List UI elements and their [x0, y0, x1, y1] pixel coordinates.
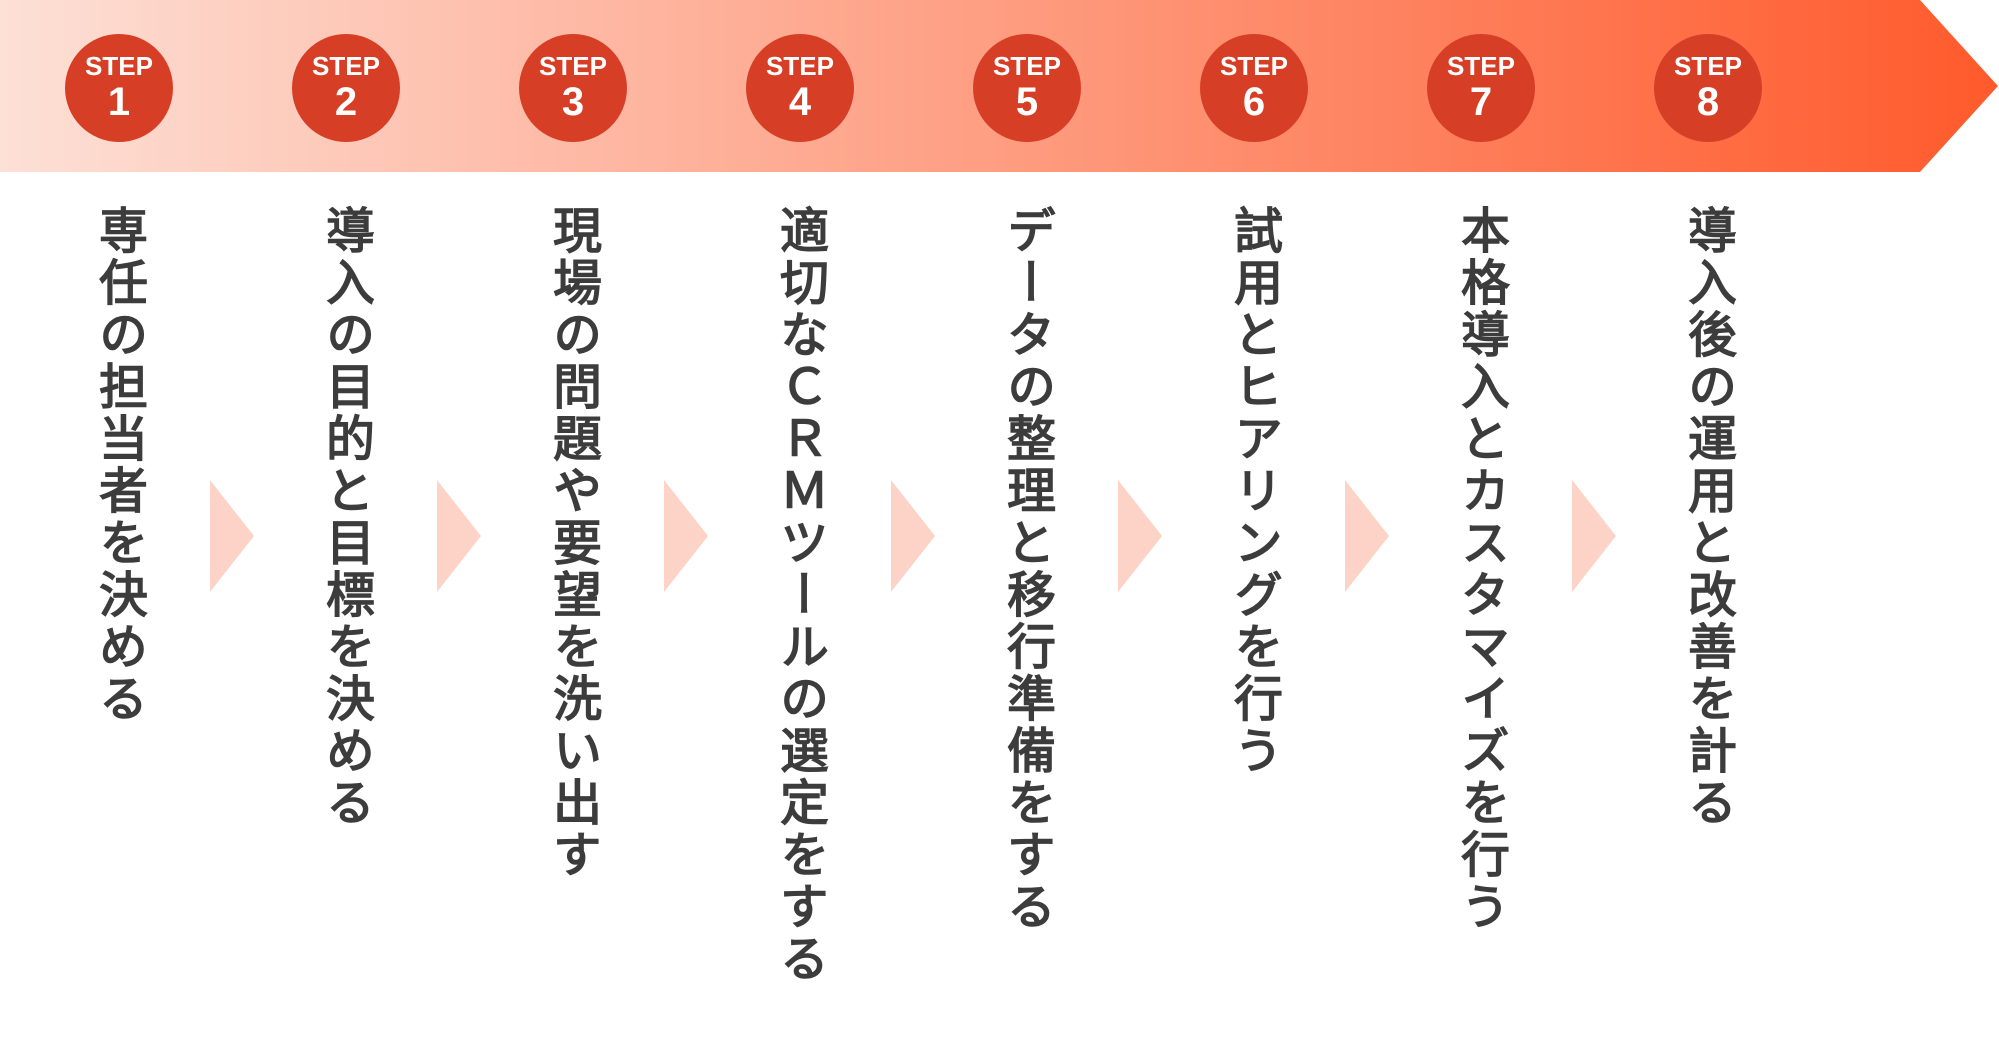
step-7-badge: STEP 7 — [1427, 34, 1535, 142]
chevron-right-icon — [1345, 480, 1389, 592]
step-8-label: STEP — [1674, 51, 1742, 81]
step-4-number: 4 — [788, 80, 812, 124]
step-4-label: STEP — [766, 51, 834, 81]
step-3-badge: STEP 3 — [519, 34, 627, 142]
step-1-label: STEP — [85, 51, 153, 81]
step-2-badge: STEP 2 — [292, 34, 400, 142]
chevron-right-icon — [437, 480, 481, 592]
chevron-right-icon — [210, 480, 254, 592]
chevron-right-icon — [891, 480, 935, 592]
step-1-text: 専任の担当者を決める — [91, 205, 148, 725]
step-8-number: 8 — [1696, 80, 1720, 124]
chevron-right-icon — [1118, 480, 1162, 592]
step-4-badge: STEP 4 — [746, 34, 854, 142]
chevron-right-icon — [1572, 480, 1616, 592]
step-5-label: STEP — [993, 51, 1061, 81]
step-8-text: 導入後の運用と改善を計る — [1680, 205, 1737, 829]
step-3-number: 3 — [561, 80, 585, 124]
step-1-number: 1 — [107, 80, 131, 124]
step-1-badge: STEP 1 — [65, 34, 173, 142]
step-3-label: STEP — [539, 51, 607, 81]
step-8-badge: STEP 8 — [1654, 34, 1762, 142]
step-5-text: データの整理と移行準備をする — [999, 205, 1056, 933]
step-7-text: 本格導入とカスタマイズを行う — [1453, 205, 1510, 933]
step-2-label: STEP — [312, 51, 380, 81]
step-2-text: 導入の目的と目標を決める — [318, 205, 375, 829]
step-6-number: 6 — [1242, 80, 1266, 124]
step-5-number: 5 — [1015, 80, 1039, 124]
step-6-text: 試用とヒアリングを行う — [1226, 205, 1283, 777]
step-7-number: 7 — [1469, 80, 1493, 124]
step-7-label: STEP — [1447, 51, 1515, 81]
step-3-text: 現場の問題や要望を洗い出す — [545, 205, 602, 881]
step-2-number: 2 — [334, 80, 358, 124]
step-6-badge: STEP 6 — [1200, 34, 1308, 142]
step-4-text: 適切なＣＲＭツールの選定をする — [772, 205, 829, 985]
step-5-badge: STEP 5 — [973, 34, 1081, 142]
step-6-label: STEP — [1220, 51, 1288, 81]
chevron-right-icon — [664, 480, 708, 592]
